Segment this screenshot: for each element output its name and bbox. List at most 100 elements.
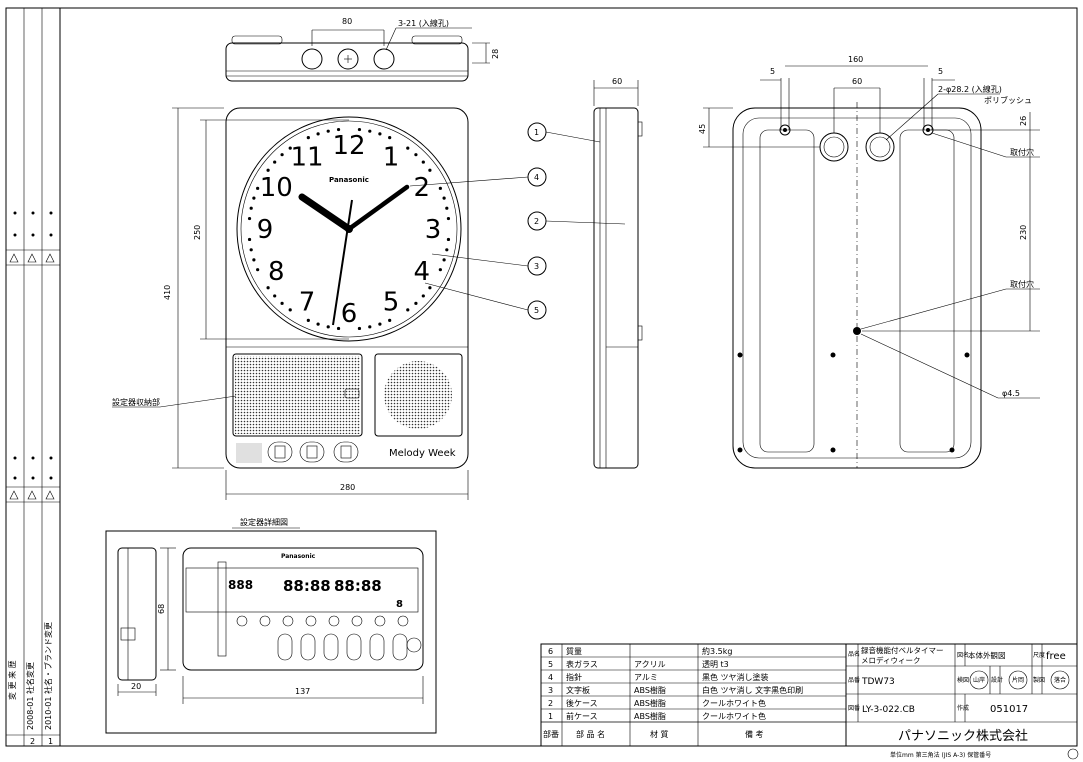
- top-dim-depth: 28: [491, 49, 500, 59]
- back-mount-2: 取付穴: [1010, 279, 1034, 289]
- parts-cell-note: クールホワイト色: [702, 711, 766, 721]
- parts-cell-material: ABS樹脂: [634, 698, 666, 708]
- detail-round-button: [351, 615, 363, 627]
- parts-cell-no: 3: [548, 686, 553, 695]
- top-hole-2: [337, 48, 359, 70]
- dial-dot: [326, 325, 330, 329]
- detail-view: 設定器詳細図 20 Panasonic 888 88:88 88:88 8 68…: [105, 517, 437, 734]
- revision-block-lower: [6, 456, 60, 736]
- detail-brand: Panasonic: [281, 553, 316, 560]
- detail-digits-1: 888: [228, 578, 253, 592]
- dial-dot: [326, 129, 330, 133]
- dial-dot: [428, 168, 432, 172]
- dial-dot: [316, 322, 320, 326]
- dial-dot: [316, 132, 320, 136]
- dial-dot: [438, 268, 442, 272]
- dial-dot: [273, 160, 277, 164]
- parts-cell-note: 約3.5kg: [702, 646, 732, 656]
- detail-round-button: [397, 615, 409, 627]
- top-dim-hole: 3-21 (入線孔): [398, 18, 449, 28]
- parts-cell-no: 5: [548, 660, 553, 669]
- detail-round-button: [236, 615, 248, 627]
- tb-drawing-label: 図名: [957, 651, 969, 659]
- dial-dot: [414, 153, 418, 157]
- parts-cell-name: 表ガラス: [566, 659, 598, 669]
- tb-product-2: メロディウィーク: [861, 655, 920, 665]
- detail-arrow-button: [323, 633, 339, 661]
- parts-cell-material: アクリル: [634, 660, 666, 669]
- dial-number: 4: [413, 257, 430, 287]
- dial-dot: [336, 127, 341, 132]
- callout-4: 4: [534, 173, 539, 182]
- dial-dot: [280, 301, 284, 305]
- front-dim-height: 410: [163, 285, 172, 300]
- front-dim-width: 280: [340, 483, 355, 492]
- detail-arrow-button: [346, 633, 362, 661]
- dial-dot: [256, 186, 260, 190]
- dial-number: 1: [383, 142, 400, 172]
- detail-round-button: [305, 615, 317, 627]
- dial-dot: [266, 286, 270, 290]
- dial-dot: [388, 318, 392, 322]
- tb-draw: 落合: [1054, 676, 1066, 684]
- back-dim-phi: φ4.5: [1002, 389, 1020, 398]
- dial-number: 11: [290, 142, 323, 172]
- back-dim-5b: 5: [938, 67, 943, 76]
- side-body: [593, 107, 639, 469]
- dial-number: 8: [268, 257, 285, 287]
- detail-side: [117, 547, 157, 681]
- parts-cell-name: 指針: [566, 672, 582, 682]
- back-dim-60: 60: [852, 77, 862, 86]
- back-dim-5a: 5: [770, 67, 775, 76]
- tb-date: 051017: [990, 704, 1028, 715]
- mount-center: [853, 327, 861, 335]
- back-view: 160 60 5 5 45 26 230 2-φ28.2 (入線孔) ポリブッシ…: [698, 55, 1040, 469]
- parts-header-material: 材 質: [650, 729, 669, 739]
- top-view-body: [225, 42, 469, 82]
- callout-2: 2: [534, 217, 539, 226]
- dial-dot: [247, 216, 252, 221]
- tb-number-label: 図番: [848, 705, 860, 712]
- tb-draw-label: 製図: [1033, 676, 1045, 684]
- detail-arrow-button: [392, 633, 408, 661]
- hour-hand: [298, 193, 353, 233]
- dial-dot: [252, 196, 256, 200]
- parts-cell-name: 質量: [566, 646, 582, 656]
- dial-dot: [388, 136, 392, 140]
- back-dim-26: 26: [1019, 116, 1028, 126]
- detail-lcd: 888 88:88 88:88 8: [228, 577, 403, 610]
- dial-dot: [247, 237, 252, 242]
- parts-header-no: 部番: [543, 729, 559, 739]
- side-dim-depth: 60: [612, 77, 622, 86]
- back-dim-230: 230: [1019, 225, 1028, 240]
- dial-dot: [252, 258, 256, 262]
- dial-dot: [442, 196, 446, 200]
- detail-digits-3: 88:88: [334, 577, 382, 595]
- dial-dot: [368, 325, 372, 329]
- dial-dot: [306, 318, 310, 322]
- dial-dot: [249, 206, 253, 210]
- callout-1: 1: [534, 128, 539, 137]
- dial-dot: [256, 268, 260, 272]
- detail-arrow-button: [369, 633, 385, 661]
- dial-dot: [445, 248, 449, 252]
- dial-number: 12: [332, 131, 365, 161]
- dial-dot: [445, 206, 449, 210]
- tb-model: TDW73: [861, 677, 895, 687]
- front-brand: Panasonic: [329, 176, 369, 184]
- label-storage: 設定器収納部: [112, 397, 160, 407]
- dial-number: 9: [257, 215, 274, 245]
- parts-cell-material: ABS樹脂: [634, 685, 666, 695]
- detail-round-button: [374, 615, 386, 627]
- dial-dot: [378, 322, 382, 326]
- tb-model-label: 品番: [848, 677, 860, 684]
- dial-dot: [336, 326, 341, 331]
- revision-row-1: 2010-01 社名・ブランド変更: [43, 622, 53, 730]
- top-dim-width: 80: [342, 17, 352, 26]
- clock-face-inner: [240, 120, 458, 338]
- dial-dot: [442, 258, 446, 262]
- back-dim-45: 45: [698, 124, 707, 134]
- parts-cell-name: 文字板: [566, 685, 590, 695]
